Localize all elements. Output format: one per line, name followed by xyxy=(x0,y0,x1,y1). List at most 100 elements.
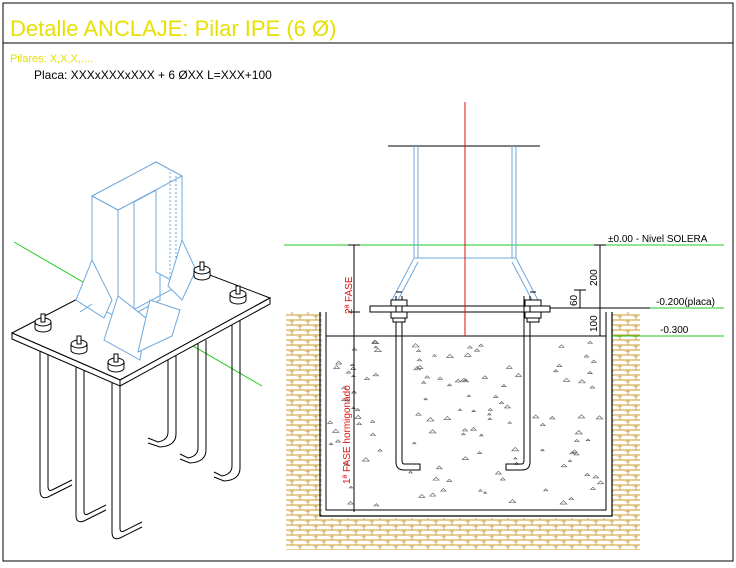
aggregate-mark xyxy=(340,397,347,401)
level-base-label: -0.300 xyxy=(660,325,689,336)
aggregate-mark xyxy=(432,476,440,481)
aggregate-mark xyxy=(408,470,414,474)
section-nuts xyxy=(390,291,542,323)
aggregate-mark xyxy=(354,414,362,419)
aggregate-mark xyxy=(328,442,334,445)
aggregate-mark xyxy=(513,456,518,460)
aggregate-mark xyxy=(482,491,488,494)
aggregate-mark xyxy=(372,372,380,377)
section-anchor-rods xyxy=(395,296,531,471)
aggregate-mark xyxy=(573,439,580,443)
aggregate-mark xyxy=(340,385,348,390)
aggregate-mark xyxy=(585,438,591,441)
aggregate-mark xyxy=(411,343,420,348)
section-view: ±0.00 - Nivel SOLERA -0.200(placa) -0.30… xyxy=(284,102,724,550)
aggregate-mark xyxy=(351,347,358,351)
aggregate-mark xyxy=(499,477,506,481)
aggregate-mark xyxy=(373,503,380,507)
aggregate-mark xyxy=(457,408,463,411)
aggregate-mark xyxy=(363,376,371,380)
aggregate-mark xyxy=(461,427,469,432)
aggregate-mark xyxy=(416,358,423,362)
aggregate-mark xyxy=(548,415,556,420)
brick-right-upper xyxy=(612,312,640,550)
aggregate-mark xyxy=(487,417,493,420)
isometric-view xyxy=(10,161,272,540)
aggregate-mark xyxy=(371,340,380,344)
dim-60: 60 xyxy=(569,294,580,306)
aggregate-mark xyxy=(413,366,422,371)
aggregate-mark xyxy=(326,420,334,424)
aggregate-mark xyxy=(469,427,477,431)
section-base-plate xyxy=(369,305,551,313)
dim-100: 100 xyxy=(589,315,600,332)
aggregate-mark xyxy=(481,375,489,379)
aggregate-mark xyxy=(418,494,426,498)
aggregate-mark xyxy=(507,421,513,424)
aggregate-mark xyxy=(476,451,483,454)
aggregate-mark xyxy=(461,456,470,461)
aggregate-mark xyxy=(587,340,594,344)
aggregate-mark xyxy=(595,415,604,420)
aggregate-mark xyxy=(432,354,438,357)
aggregate-mark xyxy=(462,378,470,383)
aggregate-mark xyxy=(494,470,503,475)
aggregate-mark xyxy=(443,416,452,420)
aggregate-mark xyxy=(540,448,545,452)
pilares-label: Pilares: X,X,X,.... xyxy=(10,53,93,65)
aggregate-mark xyxy=(478,433,484,437)
aggregate-mark xyxy=(426,417,435,422)
phase-first-label: 1ª FASE hormigonado xyxy=(342,385,353,484)
aggregate-mark xyxy=(543,488,549,492)
aggregate-mark xyxy=(577,379,586,384)
aggregate-mark xyxy=(349,363,355,366)
aggregate-mark xyxy=(415,412,422,416)
aggregate-mark xyxy=(377,448,383,452)
aggregate-mark xyxy=(568,496,575,500)
aggregate-mark xyxy=(335,360,343,365)
aggregate-mark xyxy=(571,449,578,453)
aggregate-mark xyxy=(552,369,559,373)
aggregate-mark xyxy=(345,370,352,374)
aggregate-mark xyxy=(356,421,363,426)
aggregate-mark xyxy=(369,419,376,423)
aggregate-mark xyxy=(505,365,513,369)
aggregate-mark xyxy=(466,394,471,397)
aggregate-mark xyxy=(498,401,505,404)
aggregate-mark xyxy=(460,377,468,382)
aggregate-mark xyxy=(420,380,427,384)
aggregate-mark xyxy=(539,422,546,427)
brick-bottom xyxy=(286,518,640,550)
anchor-nuts xyxy=(34,261,247,373)
aggregate-mark xyxy=(332,365,341,369)
aggregate-mark xyxy=(487,407,494,411)
aggregate-mark xyxy=(486,412,492,416)
aggregate-mark xyxy=(331,428,340,433)
aggregate-mark xyxy=(492,394,499,398)
aggregate-mark xyxy=(416,365,424,369)
aggregate-mark xyxy=(428,429,437,434)
aggregate-mark xyxy=(514,373,523,377)
aggregate-mark xyxy=(415,349,422,352)
aggregate-mark xyxy=(573,452,580,456)
aggregate-mark xyxy=(429,492,437,497)
concrete-aggregate xyxy=(326,339,605,507)
aggregate-mark xyxy=(558,344,565,348)
drawing-title: Detalle ANCLAJE: Pilar IPE (6 Ø) xyxy=(10,16,336,41)
aggregate-mark xyxy=(569,451,576,455)
aggregate-mark xyxy=(423,397,429,401)
aggregate-mark xyxy=(463,352,472,357)
aggregate-mark xyxy=(454,378,462,383)
aggregate-mark xyxy=(446,478,453,482)
aggregate-mark xyxy=(354,408,361,411)
level-placa-label: -0.200(placa) xyxy=(656,297,715,308)
aggregate-mark xyxy=(361,457,371,462)
placa-label: Placa: XXXxXXXxXXX + 6 ØXX L=XXX+100 xyxy=(34,68,272,82)
excavation-outline xyxy=(319,312,613,517)
aggregate-mark xyxy=(460,432,466,436)
aggregate-mark xyxy=(577,414,586,419)
aggregate-mark xyxy=(446,383,453,387)
aggregate-mark xyxy=(500,384,507,387)
aggregate-mark xyxy=(562,377,571,382)
